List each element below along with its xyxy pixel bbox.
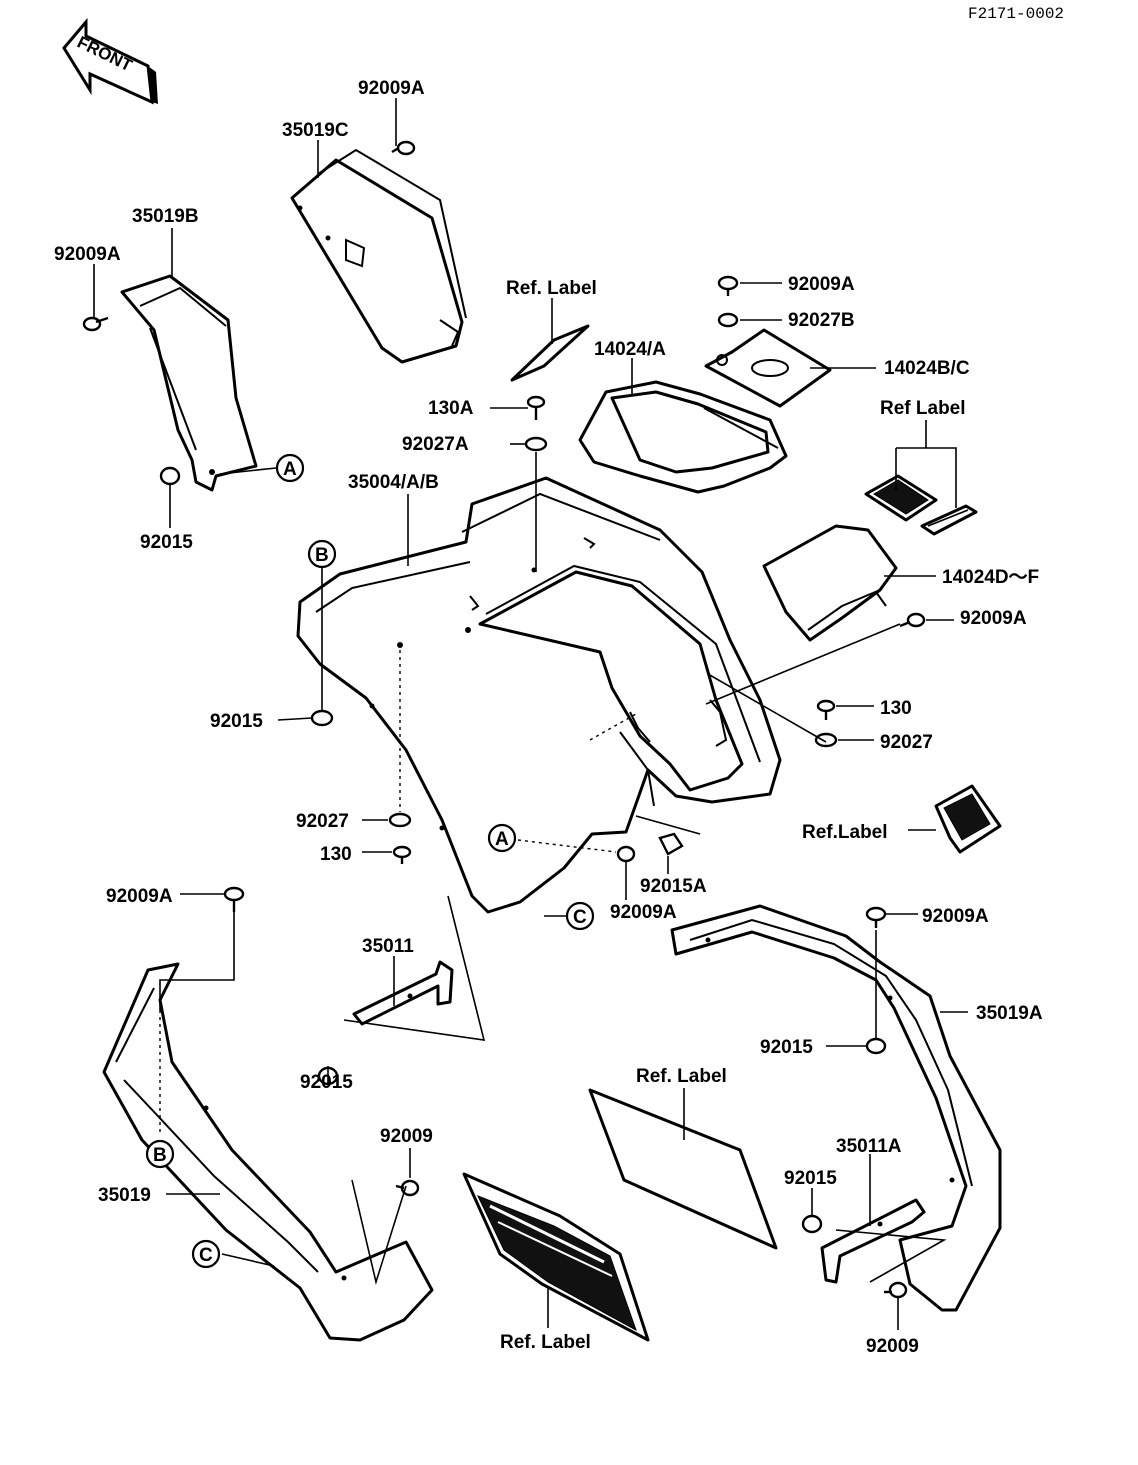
bolt-icon xyxy=(82,140,926,1299)
svg-text:C: C xyxy=(573,907,587,928)
marker-c-circle: C xyxy=(565,901,595,931)
callout-label: 92009 xyxy=(866,1336,919,1357)
callout-label: Ref.Label xyxy=(802,822,888,843)
callout-label: 92015 xyxy=(140,532,193,553)
front-arrow-icon: FRONT xyxy=(62,17,158,105)
ref-label-tag xyxy=(934,784,1002,854)
callout-label: 92015 xyxy=(760,1037,813,1058)
callout-label: 14024B/C xyxy=(884,358,970,379)
grommet-icon xyxy=(159,466,887,1234)
callout-label: 35019 xyxy=(98,1185,151,1206)
callout-label: 35011 xyxy=(362,936,414,957)
callout-label: 35011A xyxy=(836,1136,902,1157)
washer-icon xyxy=(388,312,838,828)
callout-label: 14024D～F xyxy=(942,567,1039,588)
callout-label: 35019B xyxy=(132,206,199,227)
callout-label: Ref. Label xyxy=(636,1066,727,1087)
callout-label: 92027A xyxy=(402,434,469,455)
callout-label: 35004/A/B xyxy=(348,472,439,493)
callout-label: 92009A xyxy=(960,608,1027,629)
dashed-guides xyxy=(399,650,637,853)
svg-text:A: A xyxy=(283,459,297,480)
callout-label: 92027 xyxy=(296,811,349,832)
callout-label: 92009A xyxy=(922,906,989,927)
sheet-id: F2171-0002 xyxy=(968,5,1064,23)
ref-label-large xyxy=(588,1088,778,1250)
callout-label: 35019C xyxy=(282,120,349,141)
marker-a-circle: A xyxy=(275,453,305,483)
callout-label: 92009 xyxy=(380,1126,433,1147)
callout-label: Ref. Label xyxy=(506,278,597,299)
marker-b-circle: B xyxy=(145,1139,175,1169)
callout-label: 130 xyxy=(880,698,912,719)
part-35011-bracket xyxy=(352,960,454,1026)
leader-lines xyxy=(93,98,968,1330)
ref-label-panel xyxy=(864,474,978,536)
callout-label: 92015A xyxy=(640,876,707,897)
part-35004ab-fender xyxy=(296,476,782,914)
callout-label: 92009A xyxy=(358,78,425,99)
svg-text:B: B xyxy=(153,1145,167,1166)
svg-text:B: B xyxy=(315,545,329,566)
marker-a-circle: A xyxy=(487,823,517,853)
callout-label: 92027B xyxy=(788,310,855,331)
part-35019a-guard xyxy=(670,904,1002,1312)
part-14024df-box xyxy=(762,524,898,642)
callout-label: 92015 xyxy=(784,1168,837,1189)
part-14024a-carrier xyxy=(578,380,788,494)
callout-label: 92015 xyxy=(300,1072,353,1093)
part-35019b-guard xyxy=(120,274,258,492)
callout-label: 92009A xyxy=(788,274,855,295)
marker-c-circle: C xyxy=(191,1239,221,1269)
callout-label: 130A xyxy=(428,398,474,419)
svg-text:A: A xyxy=(495,829,509,850)
callout-label: Ref. Label xyxy=(500,1332,591,1353)
ref-label-decal xyxy=(462,1172,650,1342)
callout-label: 130 xyxy=(320,844,352,865)
callout-label: 92009A xyxy=(54,244,121,265)
callout-label: 92027 xyxy=(880,732,933,753)
callout-label: 14024/A xyxy=(594,339,666,360)
svg-text:C: C xyxy=(199,1245,213,1266)
callout-label: 35019A xyxy=(976,1003,1043,1024)
part-35019c-cover xyxy=(290,148,467,364)
callout-label: 92009A xyxy=(106,886,173,907)
ref-label-strip xyxy=(510,324,590,382)
part-14024bc-plate xyxy=(704,328,832,408)
callout-label: 92009A xyxy=(610,902,677,923)
callout-label: Ref Label xyxy=(880,398,966,419)
part-35011a-bracket xyxy=(820,1198,926,1284)
callout-label: 92015 xyxy=(210,711,263,732)
marker-b-circle: B xyxy=(307,539,337,569)
